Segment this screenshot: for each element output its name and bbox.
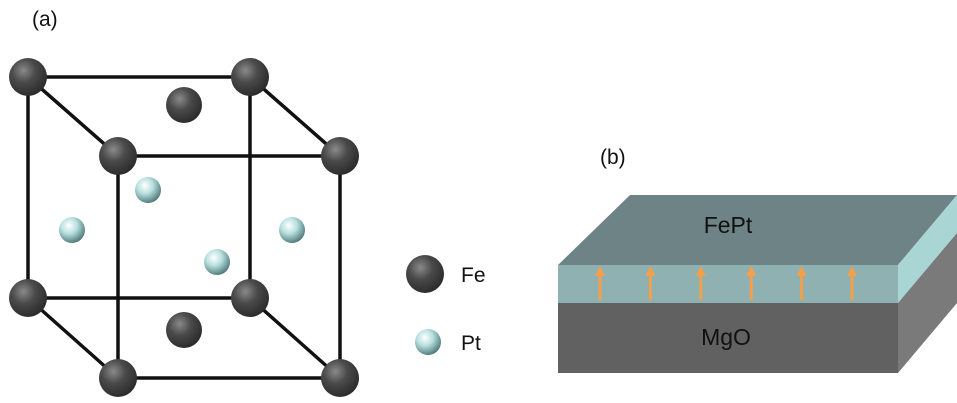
legend-fe-label: Fe bbox=[461, 264, 486, 287]
magnetization-arrow bbox=[645, 266, 656, 300]
mgo-front bbox=[558, 303, 898, 373]
pt-atom bbox=[135, 177, 161, 203]
fe-atom-icon bbox=[406, 255, 444, 293]
fe-atom bbox=[166, 87, 202, 123]
pt-atom bbox=[59, 217, 85, 243]
magnetization-arrow bbox=[796, 266, 807, 300]
fe-atom bbox=[321, 359, 359, 397]
pt-atom bbox=[204, 249, 230, 275]
fe-atom bbox=[99, 137, 137, 175]
magnetization-arrow bbox=[695, 266, 706, 300]
fe-atom bbox=[9, 58, 47, 96]
magnetization-arrow bbox=[746, 266, 757, 300]
unit-cell-edges bbox=[26, 75, 342, 380]
atom-legend: Fe Pt bbox=[406, 255, 486, 355]
fe-atom bbox=[99, 359, 137, 397]
fept-front bbox=[558, 265, 898, 303]
magnetization-arrows bbox=[595, 266, 857, 300]
pt-atom-icon bbox=[415, 329, 441, 355]
panel-b-label: (b) bbox=[600, 146, 626, 169]
magnetization-arrow bbox=[595, 266, 605, 300]
fe-atom bbox=[231, 58, 269, 96]
mgo-side bbox=[898, 233, 957, 373]
pt-atoms bbox=[59, 177, 305, 275]
mgo-layer-label: MgO bbox=[701, 324, 751, 350]
fept-top-surface bbox=[558, 195, 957, 265]
fe-atom bbox=[321, 137, 359, 175]
magnetization-arrow bbox=[847, 266, 857, 300]
legend-pt-label: Pt bbox=[461, 332, 481, 355]
panel-a-label: (a) bbox=[32, 8, 58, 31]
fe-atom bbox=[9, 279, 47, 317]
panel-b: (b) FePt MgO bbox=[558, 146, 957, 373]
fe-atom bbox=[231, 279, 269, 317]
fept-layer-label: FePt bbox=[704, 212, 753, 238]
fe-atoms bbox=[9, 58, 359, 397]
fept-side bbox=[898, 195, 957, 303]
panel-a: (a) bbox=[9, 8, 486, 397]
fe-atom bbox=[166, 312, 202, 348]
pt-atom bbox=[279, 217, 305, 243]
